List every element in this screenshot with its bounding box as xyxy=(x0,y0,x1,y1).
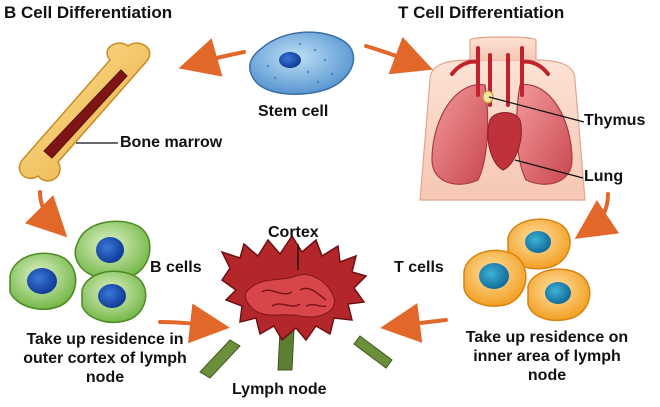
t-cell-icon xyxy=(463,249,527,307)
thymus-label: Thymus xyxy=(584,112,646,129)
t-cell-heading: T Cell Differentiation xyxy=(398,3,565,22)
b-cell-icon xyxy=(81,270,147,324)
caption-line: node xyxy=(85,369,125,386)
caption-line: outer cortex of lymph xyxy=(23,350,187,367)
b-residence-caption: Take up residence in outer cortex of lym… xyxy=(2,330,208,387)
bone-marrow-label: Bone marrow xyxy=(120,134,223,151)
t-cell-icon xyxy=(527,268,591,322)
lymph-node-label: Lymph node xyxy=(232,381,327,398)
t-cell-icon xyxy=(507,218,571,270)
stem-cell-icon xyxy=(249,31,355,95)
t-cells-label: T cells xyxy=(394,259,444,276)
b-cell-icon xyxy=(74,220,151,281)
caption-line: node xyxy=(527,367,567,384)
lymph-node-icon xyxy=(199,234,393,379)
b-cell-heading: B Cell Differentiation xyxy=(4,3,173,22)
caption-line: Take up residence in xyxy=(26,331,184,348)
b-cells-label: B cells xyxy=(150,259,202,276)
t-residence-caption: Take up residence on inner area of lymph… xyxy=(436,328,658,385)
caption-line: inner area of lymph xyxy=(473,348,621,365)
bone-marrow-icon xyxy=(18,42,151,182)
thymus-lung-icon xyxy=(419,36,586,201)
leader-lines xyxy=(76,96,585,270)
cortex-label: Cortex xyxy=(268,224,319,241)
lung-label: Lung xyxy=(584,168,624,185)
caption-line: Take up residence on xyxy=(465,329,629,346)
curved-arrow-icon xyxy=(24,36,620,344)
b-cell-icon xyxy=(9,252,77,310)
stem-cell-label: Stem cell xyxy=(258,103,329,120)
